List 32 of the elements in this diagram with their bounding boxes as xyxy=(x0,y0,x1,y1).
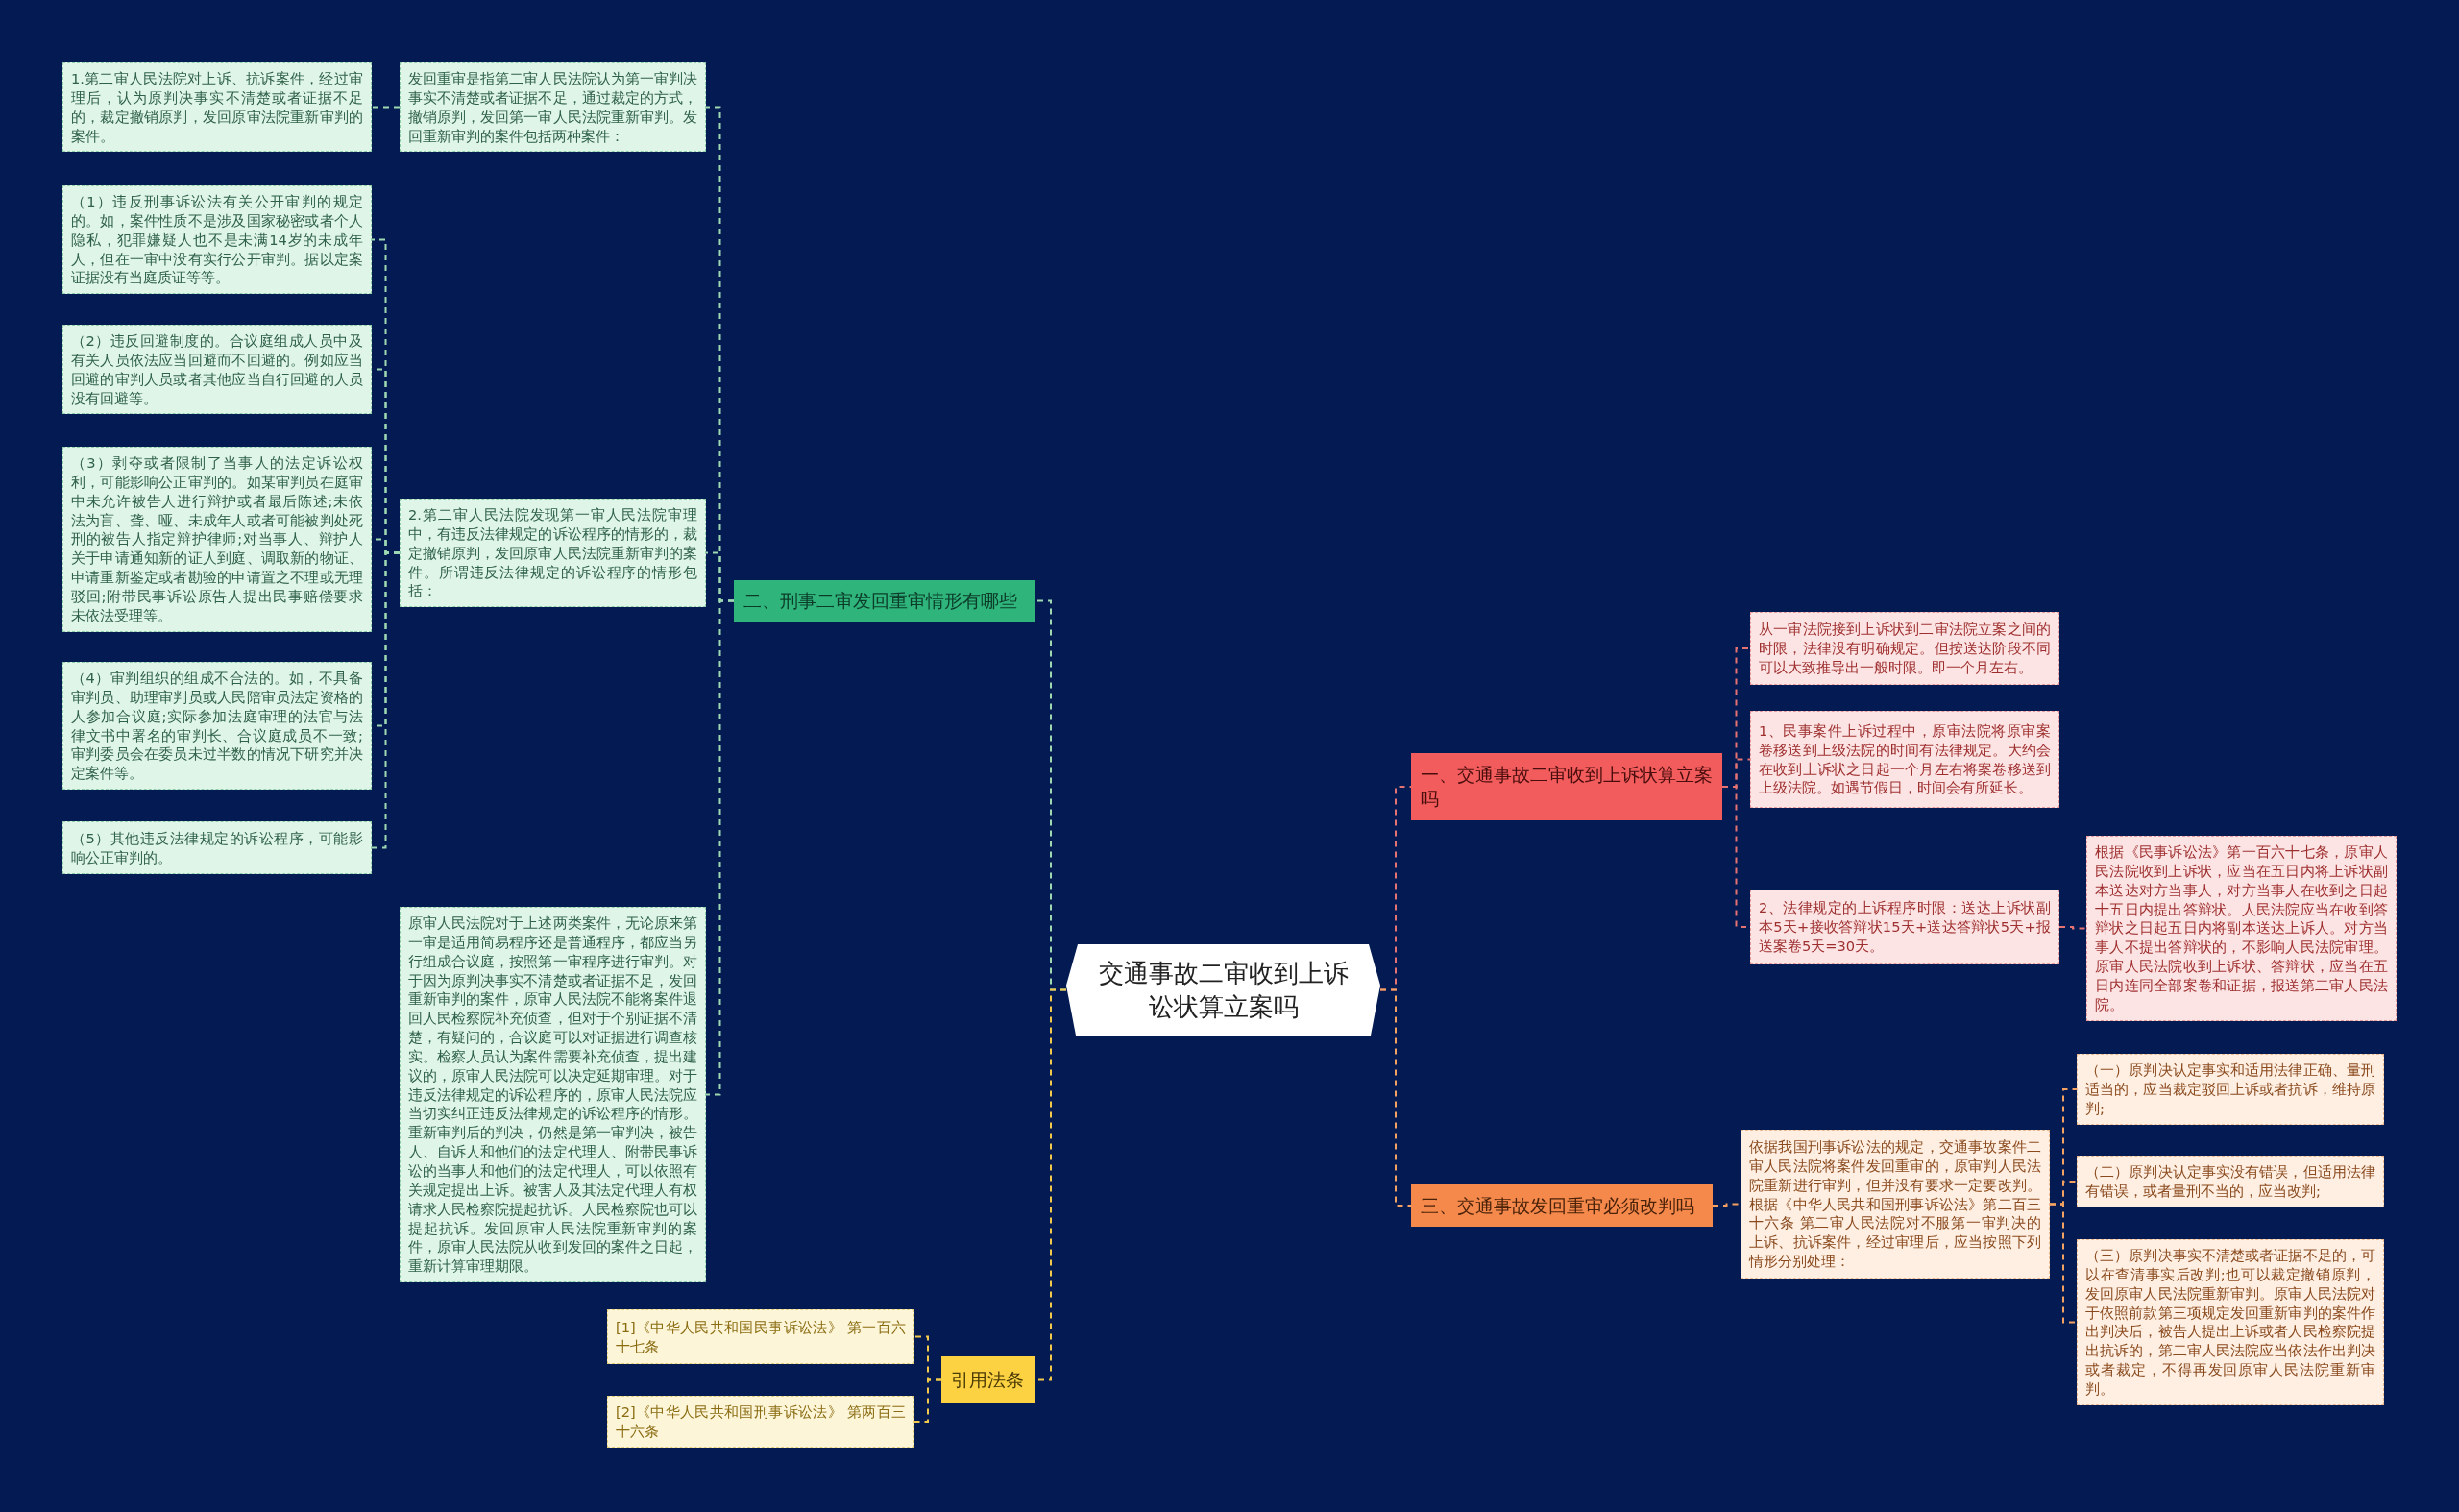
text-box: 原审人民法院对于上述两类案件，无论原来第一审是适用简易程序还是普通程序，都应当另行组成合议庭，按照第一审程序进行审判。对于因为原判决事实不清楚或者证据不足，发回重新审判的案件，原审人民法院不能将案件退回人民检察院补充侦查，但对于个别证据不清楚，有疑问的，合议庭可以对证据进行调查核实。检察人员认为案件需要补充侦查，提出建议的，原审人民法院可以决定延期审理。对于违反法律规定的诉讼程序的，原审人民法院应当切实纠正违反法律规定的诉讼程序的情形。重新审判后的判决，仍然是第一审判决，被告人、自诉人和他们的法定代理人、附带民事诉讼的当事人和他们的法定代理人，可以依照有关规定提出上诉。被害人及其法定代理人有权请求人民检察院提起抗诉。人民检察院也可以提起抗诉。发回原审人民法院重新审判的案件，原审人民法院从收到发回的案件之日起，重新计算审理期限。 xyxy=(400,907,706,1283)
text-box: 根据《民事诉讼法》第一百六十七条，原审人民法院收到上诉状，应当在五日内将上诉状副本送达对方当事人，对方当事人在收到之日起十五日内提出答辩状。人民法院应当在收到答辩状之日起五日内将副本送达上诉人。对方当事人不提出答辩状的，不影响人民法院审理。原审人民法院收到上诉状、答辩状，应当在五日内连同全部案卷和证据，报送第二审人民法院。 xyxy=(2086,836,2397,1021)
branch-topic: 引用法条 xyxy=(941,1356,1035,1403)
branch-topic: 三、交通事故发回重审必须改判吗 xyxy=(1411,1184,1713,1227)
text-box: （一）原判决认定事实和适用法律正确、量刑适当的，应当裁定驳回上诉或者抗诉，维持原判; xyxy=(2077,1054,2384,1125)
connector-line xyxy=(705,599,735,1096)
branch-topic: 二、刑事二审发回重审情形有哪些 xyxy=(734,580,1035,622)
text-box: （1）违反刑事诉讼法有关公开审判的规定的。如，案件性质不是涉及国家秘密或者个人隐私，犯罪嫌疑人也不是未满14岁的未成年人，但在一审中没有实行公开审判。据以定案证据没有当庭质证等等。 xyxy=(62,185,372,295)
connector-line xyxy=(2058,926,2087,930)
text-box: （3）剥夺或者限制了当事人的法定诉讼权利，可能影响公正审判的。如某审判员在庭审中未允许被告人进行辩护或者最后陈述;未依法为盲、聋、哑、未成年人或者可能被判处死刑的被告人指定辩护律师;对当事人、辩护人关于申请通知新的证人到庭、调取新的物证、申请重新鉴定或者勘验的申请置之不理或无理驳回;附带民事诉讼原告人提出民事赔偿要求未依法受理等。 xyxy=(62,447,372,632)
text-box: （三）原判决事实不清楚或者证据不足的，可以在查清事实后改判;也可以裁定撤销原判，发回原审人民法院重新审判。原审人民法院对于依照前款第三项规定发回重新审判的案件作出判决后，被告人提出上诉或者人民检察院提出抗诉的，第二审人民法院应当依法作出判决或者裁定，不得再发回原审人民法院重新审判。 xyxy=(2077,1239,2384,1405)
text-box: [2]《中华人民共和国刑事诉讼法》 第两百三十六条 xyxy=(607,1396,914,1448)
text-box: 2、法律规定的上诉程序时限：送达上诉状副本5天+接收答辩状15天+送达答辩状5天+报送案卷5天=30天。 xyxy=(1750,890,2059,964)
text-box: 发回重审是指第二审人民法院认为第一审判决事实不清楚或者证据不足，通过裁定的方式，撤销原判，发回第一审人民法院重新审判。发回重新审判的案件包括两种案件： xyxy=(400,62,706,153)
text-box: （二）原判决认定事实没有错误，但适用法律有错误，或者量刑不当的，应当改判; xyxy=(2077,1156,2384,1207)
central-topic: 交通事故二审收到上诉讼状算立案吗 xyxy=(1066,944,1380,1036)
connector-line xyxy=(371,106,401,109)
text-box: 1、民事案件上诉过程中，原审法院将原审案卷移送到上级法院的时间有法律规定。大约会在收到上诉状之日起一个月左右将案卷移送到上级法院。如遇节假日，时间会有所延长。 xyxy=(1750,711,2059,808)
text-box: [1]《中华人民共和国民事诉讼法》 第一百六十七条 xyxy=(607,1309,914,1364)
text-box: （4）审判组织的组成不合法的。如，不具备审判员、助理审判员或人民陪审员法定资格的人参加合议庭;实际参加法庭审理的法官与法律文书中署名的审判长、合议庭成员不一致;审判委员会在委员未过半数的情况下研究并决定案件等。 xyxy=(62,662,372,791)
connector-line xyxy=(1712,1203,1741,1207)
connector-line xyxy=(913,1378,942,1423)
connector-line xyxy=(1379,988,1412,1207)
text-box: （2）违反回避制度的。合议庭组成人员中及有关人员依法应当回避而不回避的。例如应当回避的审判人员或者其他应当自行回避的人员没有回避等。 xyxy=(62,325,372,415)
branch-topic: 一、交通事故二审收到上诉状算立案吗 xyxy=(1411,753,1722,820)
connector-line xyxy=(2049,1203,2078,1324)
text-box: 从一审法院接到上诉状到二审法院立案之间的时限，法律没有明确规定。但按送达阶段不同可以大致推导出一般时限。即一个月左右。 xyxy=(1750,612,2059,685)
connector-line xyxy=(371,551,401,849)
text-box: 2.第二审人民法院发现第一审人民法院审理中，有违反法律规定的诉讼程序的情形的，裁定撤销原判，发回原审人民法院重新审判的案件。所谓违反法律规定的诉讼程序的情形包括： xyxy=(400,499,706,608)
text-box: 1.第二审人民法院对上诉、抗诉案件，经过审理后，认为原判决事实不清楚或者证据不足的，裁定撤销原判，发回原审法院重新审判的案件。 xyxy=(62,62,372,153)
text-box: 依据我国刑事诉讼法的规定，交通事故案件二审人民法院将案件发回重审的，原审判人民法院重新进行审判，但并没有要求一定要改判。根据《中华人民共和国刑事诉讼法》第二百三十六条 第二审人民法院对不服第一审判决的上诉、抗诉案件，经过审理后，应当按照下列情形分别处理： xyxy=(1741,1130,2050,1279)
text-box: （5）其他违反法律规定的诉讼程序，可能影响公正审判的。 xyxy=(62,821,372,874)
